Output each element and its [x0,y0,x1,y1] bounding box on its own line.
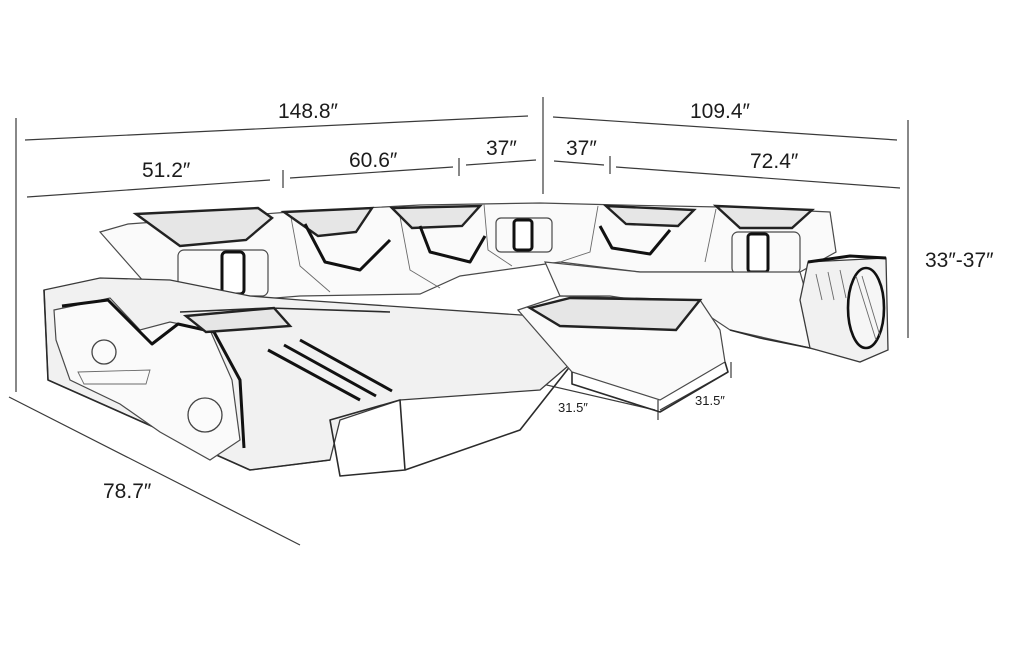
dimension-chaise-depth: 78.7″ [103,480,152,503]
dimension-right-segment-b: 72.4″ [750,150,799,173]
dimension-right-segment-a: 37″ [566,137,597,160]
dimension-height: 33″-37″ [925,249,994,272]
dimension-lines [8,97,909,546]
sofa-sketch [43,202,889,477]
dimension-total-left-width: 148.8″ [278,100,338,123]
dimension-ottoman-length: 31.5″ [558,400,588,415]
dimension-ottoman-width: 31.5″ [695,393,725,408]
dimension-left-segment-b: 60.6″ [349,149,398,172]
dimension-total-right-width: 109.4″ [690,100,750,123]
dimension-left-segment-c: 37″ [486,137,517,160]
dimension-left-segment-a: 51.2″ [142,159,191,182]
